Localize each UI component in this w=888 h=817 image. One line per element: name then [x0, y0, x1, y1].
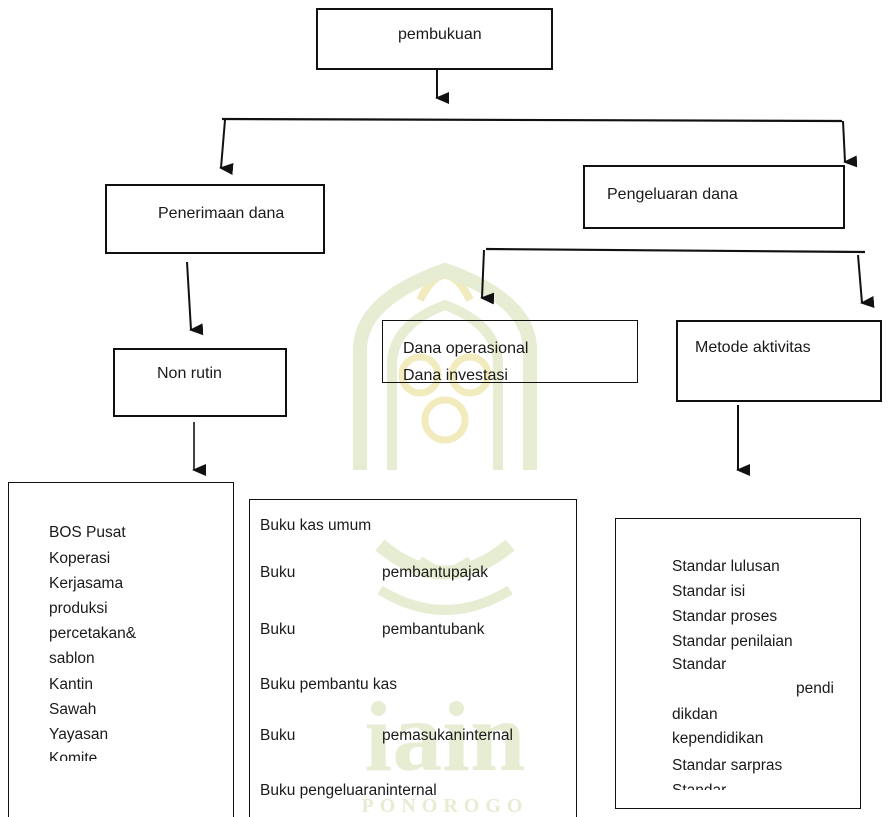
- dana-investasi-label: Dana investasi: [403, 367, 508, 384]
- arrow-non-rutin: [186, 261, 204, 336]
- non-rutin-label: Non rutin: [157, 365, 222, 382]
- source-item: Kantin: [49, 676, 93, 693]
- book-item: Buku: [260, 727, 296, 744]
- dana-operasional-label: Dana operasional: [403, 340, 529, 357]
- standard-item: Standar: [672, 656, 727, 673]
- source-item: Koperasi: [49, 550, 111, 567]
- book-item: Buku: [260, 621, 296, 638]
- source-item: produksi: [49, 600, 108, 617]
- book-item: pemasukaninternal: [382, 727, 513, 744]
- dana-box: Dana operasional Dana investasi: [382, 320, 638, 384]
- penerimaan-box: Penerimaan dana: [105, 184, 325, 254]
- book-item: pembantupajak: [382, 564, 488, 581]
- standard-item: pendi: [796, 680, 834, 697]
- book-item: Buku pembantu kas: [260, 676, 398, 693]
- book-item: Buku kas umum: [260, 517, 372, 534]
- source-item: Kerjasama: [49, 575, 124, 592]
- standard-item: Standar proses: [672, 608, 778, 625]
- root-label: pembukuan: [398, 26, 482, 43]
- standard-item: Standar sarpras: [672, 757, 783, 774]
- non-rutin-box: Non rutin: [113, 348, 287, 417]
- book-item: pembantubank: [382, 621, 485, 638]
- standard-item: Standar lulusan: [672, 558, 780, 575]
- source-item: Yayasan: [49, 726, 109, 743]
- standard-item: kependidikan: [672, 730, 764, 747]
- source-item: Komite: [49, 751, 98, 761]
- standard-item: dikdan: [672, 706, 718, 723]
- book-item: Buku pengeluaraninternal: [260, 782, 437, 799]
- standards-box: Standar lulusan Standar isi Standar pros…: [615, 518, 861, 809]
- root-box: pembukuan: [316, 8, 553, 70]
- source-item: percetakan&: [49, 625, 137, 642]
- source-item: BOS Pusat: [49, 524, 126, 541]
- split-line-top: [221, 117, 843, 123]
- arrow-penerimaan: [219, 119, 234, 175]
- standard-item: Standar: [672, 783, 726, 790]
- sources-box: BOS Pusat Koperasi Kerjasama produksi pe…: [8, 482, 234, 817]
- book-item: Buku: [260, 564, 296, 581]
- metode-box: Metode aktivitas: [676, 320, 882, 402]
- source-item: Sawah: [49, 701, 97, 718]
- arrow-dana: [480, 249, 495, 305]
- arrow-pengeluaran: [842, 120, 858, 168]
- metode-label: Metode aktivitas: [695, 339, 811, 356]
- standard-item: Standar penilaian: [672, 633, 793, 650]
- books-box: Buku kas umum Buku pembantupajak Buku pe…: [249, 499, 577, 817]
- arrow-metode: [857, 254, 875, 308]
- penerimaan-label: Penerimaan dana: [158, 205, 285, 222]
- split-line-pengeluaran: [485, 247, 866, 254]
- standard-item: Standar isi: [672, 583, 746, 600]
- pengeluaran-box: Pengeluaran dana: [583, 165, 845, 229]
- watermark-ponorogo: PONOROGO: [362, 795, 529, 817]
- source-item: sablon: [49, 650, 95, 667]
- watermark-iain: iain: [364, 681, 525, 792]
- pengeluaran-label: Pengeluaran dana: [607, 186, 738, 203]
